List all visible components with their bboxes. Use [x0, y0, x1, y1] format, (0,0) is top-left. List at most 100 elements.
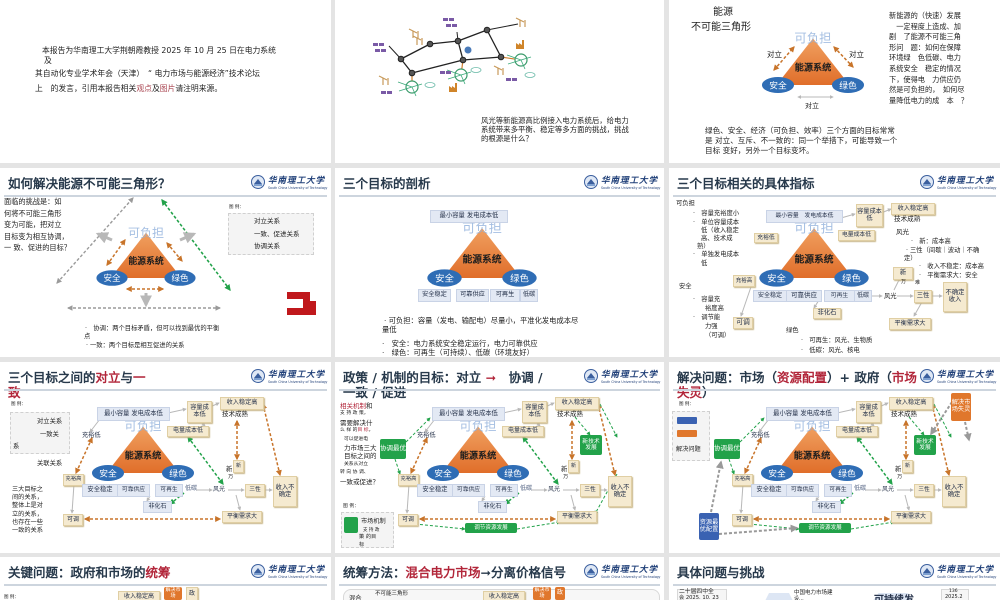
logo-subtitle: South China University of Technology: [937, 380, 997, 384]
net-adequacy-low: 充裕低: [82, 432, 101, 439]
slide5-bottom-boxes-3-box: 低碳: [520, 289, 538, 302]
solar-panel-icon: [375, 49, 386, 52]
relation-arrow: [599, 403, 618, 438]
slide-1-disclaimer[interactable]: 本报告为华南理工大学荆朝霞教授 2025 年 10 月 25 日在电力系统及其自…: [0, 0, 331, 163]
net-reliable-box: 可靠供应: [452, 484, 485, 497]
slide7-related: 关联关系: [37, 460, 63, 467]
relation-arrow: [739, 417, 765, 443]
slide7-note-line: 整体上是对: [12, 502, 43, 510]
bus-node: [426, 40, 434, 48]
slide6-boxes-adequacy-low-box: 充裕低: [754, 233, 778, 243]
net-renewable-box: 可再生: [824, 484, 852, 497]
relation-arrow: [75, 436, 93, 475]
slide4-legend-1: 一致、促进关系: [254, 230, 300, 238]
relation-arrow: [394, 458, 401, 475]
logo-subtitle: South China University of Technology: [937, 575, 997, 579]
relation-arrow: [261, 402, 282, 477]
slide11-mixed: 混合: [349, 595, 362, 600]
text-part: 可以促进电: [344, 436, 368, 442]
affordable-label: 可负担: [462, 221, 502, 237]
title-divider: [4, 389, 327, 391]
net-cap-cost-box: 容量成本低: [522, 401, 547, 423]
slide6-afford-6: 低: [701, 260, 708, 267]
safety-ellipse: [91, 464, 125, 482]
slide5-bullets-1: 量低: [382, 325, 397, 334]
net-wan: 万: [897, 474, 903, 480]
slide-title: 三个目标相关的具体指标: [677, 176, 815, 191]
solar-panel-icon: [443, 18, 454, 21]
net-cap-cost-box: 容量成本低: [187, 401, 212, 423]
slide5-bullets-0: · 可负担：容量（发电、输配电）尽量小，平准化发电成本尽: [384, 316, 579, 325]
slide12-market-0: 中国电力市场建: [794, 590, 833, 596]
slide6-boxes-income-stable-box: 收入稳定高: [891, 203, 935, 215]
slide7-note-line: 也存在一些: [12, 518, 43, 526]
net-flex-dev-box: 调节资源发展: [799, 523, 851, 533]
slide6-boxes-low-carbon-box: 低碳: [854, 290, 872, 302]
slide-9-market-government[interactable]: 可负担能源系统安全绿色解决问题：市场（资源配置）+ 政府（市场失灵）华南理工大学…: [669, 362, 1000, 553]
text-part: 统筹方法：: [343, 565, 406, 580]
slide5-bullets-2: · 安全：电力系统安全稳定运行，电力可靠供应: [382, 339, 538, 348]
slide5-bottom-boxes-2-box: 可再生: [490, 289, 520, 302]
slide5-bottom-boxes-0-box: 安全稳定: [418, 289, 451, 302]
net-tech: 技术成熟: [222, 410, 248, 418]
slide4-challenge-line: 何将不可能三角形: [4, 208, 62, 218]
slide-8-policy-goals[interactable]: 可负担能源系统安全绿色政策 / 机制的目标：对立 ➞ 协调 / 一致 / 促进华…: [335, 362, 664, 553]
slide6-wind-1: · 三性（间歇｜波动｜不确: [906, 247, 980, 254]
relation-arrow: [166, 242, 183, 262]
slide3-heading1: 能源: [713, 7, 733, 18]
slide12-plenum-0: 二十届四中全: [679, 589, 714, 595]
text-part: 统筹: [145, 565, 171, 580]
net-energy-cost-box: 电量成本低: [502, 426, 544, 437]
relation-arrow: [908, 416, 925, 436]
slide-title: 三个目标的剖析: [343, 176, 431, 191]
triangle-shape: [441, 426, 515, 473]
net-balance-box: 平衡需求大: [222, 511, 262, 523]
slide-3-impossible-triangle[interactable]: 可负担能源系统安全绿色能源不可能三角形对立对立对立新能源的（快速）发展 一定程度…: [669, 0, 1000, 163]
slide4-legend-0: 对立关系: [254, 217, 280, 225]
policy-question-line: 一致或促进？: [340, 478, 379, 486]
fix-market-failure-box: 解决市场失灵: [951, 393, 971, 421]
logo-name: 华南理工大学: [937, 370, 995, 380]
market-mechanism-swatch: [344, 517, 358, 533]
energy-system-label: 能源系统: [125, 449, 161, 461]
net-adequacy-high-box: 充裕高: [732, 474, 753, 486]
diagram-layer: 可负担能源系统安全绿色: [761, 31, 865, 99]
green-label: 绿色: [510, 273, 529, 285]
slide6-afford-0: · 容量充裕度小: [693, 210, 740, 217]
net-uncertain-box: 收入不确定: [608, 476, 632, 507]
slide7-note-line: 立的关系，: [12, 510, 43, 518]
text-part: 和: [366, 402, 373, 410]
relation-arrow: [930, 402, 951, 477]
green-label: 绿色: [839, 79, 857, 91]
slide6-safe-1: 裕度高: [705, 305, 724, 312]
slide-title: 如何解决能源不可能三角形？: [8, 176, 171, 191]
net-new-tech-box: 新技术发展: [580, 435, 602, 455]
slide11-triangle-label: 不可能三角形: [375, 591, 409, 597]
slide-2-grid-challenge[interactable]: 风光等新能源高比例接入电力系统后，给电力系统带来多平衡、稳定等多方面的挑战，挑战…: [335, 0, 664, 163]
slide6-afford-4: 熟）: [697, 243, 710, 250]
slide8-legend-mech: 市场机制: [361, 518, 386, 525]
bus-node: [497, 53, 505, 61]
text-part: 三个目标的剖析: [343, 176, 431, 191]
diagram-layer: 可负担能源系统安全绿色: [427, 221, 537, 287]
energy-triangle: [761, 38, 865, 94]
text-part: 解决问题：市场（: [677, 370, 778, 385]
diagram-layer: 可负担能源系统安全绿色: [394, 402, 618, 531]
slide2-caption-line: 的根源是什么？: [481, 134, 533, 143]
net-balance-box: 平衡需求大: [557, 511, 597, 523]
net-wan: 万: [228, 474, 234, 480]
text-part: 观点: [136, 84, 152, 93]
slide6-afford-1: · 单位容量成本: [693, 219, 740, 226]
